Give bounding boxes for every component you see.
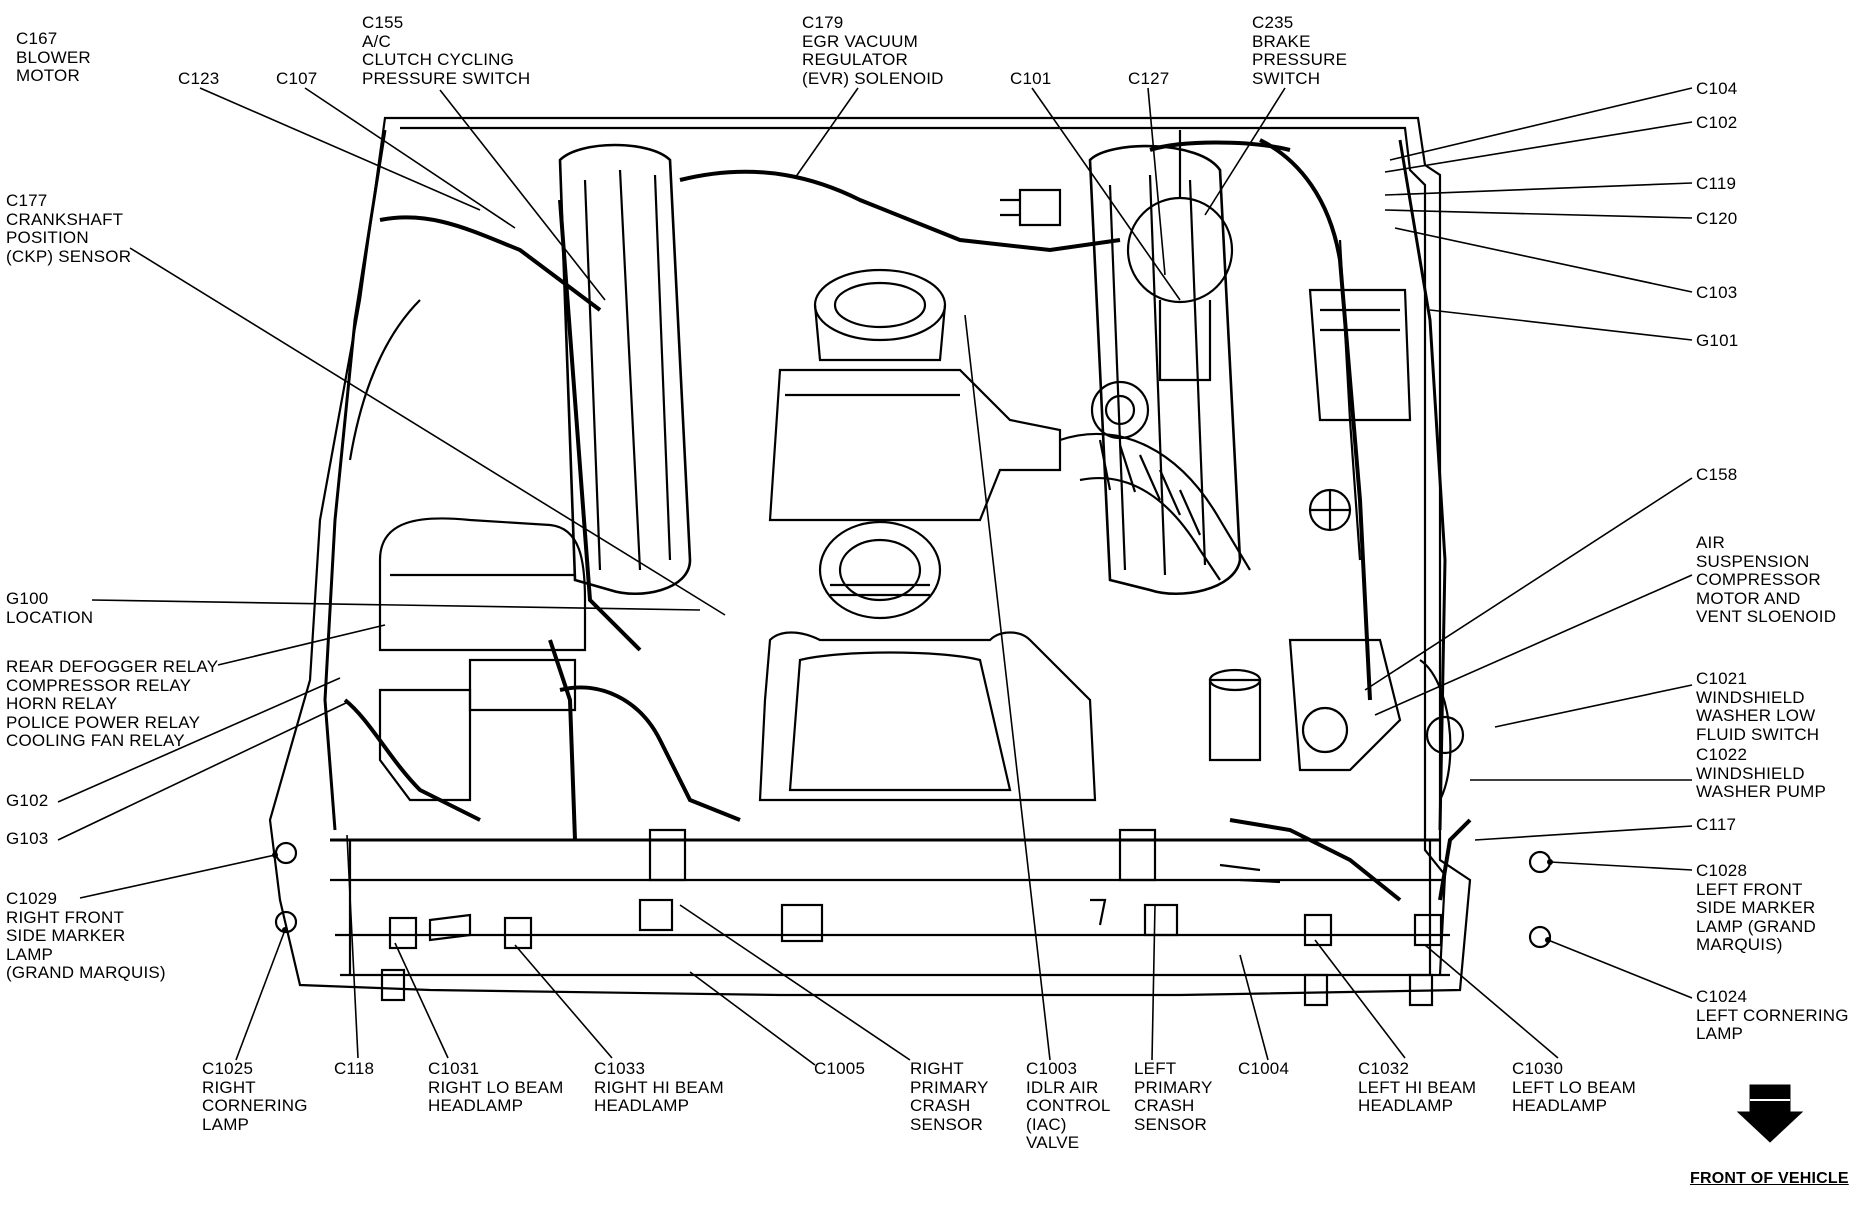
leader-c1024	[1547, 939, 1693, 999]
leader-c127	[1147, 87, 1166, 276]
leader-c177	[129, 247, 726, 616]
leader-c1028	[1549, 861, 1693, 871]
leader-c1003	[964, 314, 1051, 1061]
label-c104: C104	[1696, 79, 1738, 98]
label-air-suspension: AIR SUSPENSION COMPRESSOR MOTOR AND VENT…	[1696, 533, 1837, 626]
leader-c155	[439, 89, 606, 301]
label-right-crash-sensor: RIGHT PRIMARY CRASH SENSOR	[910, 1059, 989, 1134]
leader-c1030	[1424, 944, 1559, 1059]
leader-c119	[1384, 182, 1693, 196]
label-c1022: C1022 WINDSHIELD WASHER PUMP	[1696, 745, 1827, 801]
label-c155: C155 A/C CLUTCH CYCLING PRESSURE SWITCH	[362, 13, 531, 88]
leader-c1025	[235, 929, 286, 1061]
label-c1029: C1029 RIGHT FRONT SIDE MARKER LAMP (GRAN…	[6, 889, 166, 982]
label-c1031: C1031 RIGHT LO BEAM HEADLAMP	[428, 1059, 564, 1115]
label-relays: REAR DEFOGGER RELAY COMPRESSOR RELAY HOR…	[6, 657, 219, 750]
label-c118: C118	[334, 1059, 375, 1078]
engine-artwork	[268, 116, 1552, 1007]
label-left-crash-sensor: LEFT PRIMARY CRASH SENSOR	[1134, 1059, 1213, 1134]
front-of-vehicle-label: FRONT OF VEHICLE	[1690, 1170, 1849, 1187]
leader-c1033	[514, 944, 613, 1059]
leader-c1005	[689, 971, 816, 1066]
label-c103: C103	[1696, 283, 1738, 302]
front-arrow-icon	[1736, 1084, 1804, 1143]
leader-air-suspension	[1374, 574, 1693, 716]
label-c1030: C1030 LEFT LO BEAM HEADLAMP	[1512, 1059, 1636, 1115]
label-c127: C127	[1128, 69, 1170, 88]
leader-c120	[1384, 209, 1693, 219]
leader-relays	[217, 624, 386, 666]
leader-lines	[57, 87, 1693, 1066]
label-c117: C117	[1696, 815, 1737, 834]
leader-g101	[1429, 309, 1693, 341]
leader-g103	[57, 701, 349, 841]
leader-c118	[346, 834, 359, 1059]
leader-c107	[304, 87, 516, 229]
leader-c1032	[1314, 939, 1406, 1059]
leader-g102	[57, 677, 341, 803]
label-c101: C101	[1010, 69, 1052, 88]
label-g100: G100 LOCATION	[6, 589, 94, 627]
label-c119: C119	[1696, 174, 1737, 193]
leader-g100	[91, 599, 701, 611]
label-c167: C167 BLOWER MOTOR	[16, 29, 91, 85]
label-c1005: C1005	[814, 1059, 866, 1078]
label-c102: C102	[1696, 113, 1738, 132]
label-c235: C235 BRAKE PRESSURE SWITCH	[1252, 13, 1348, 88]
leader-c103	[1394, 227, 1693, 293]
leader-c235	[1204, 87, 1286, 216]
leader-right-crash	[679, 904, 911, 1061]
leader-c117	[1474, 825, 1693, 841]
label-g102: G102	[6, 791, 49, 810]
leader-c179	[794, 87, 859, 179]
label-c107: C107	[276, 69, 318, 88]
leader-c1031	[394, 942, 449, 1059]
leader-c102	[1384, 121, 1693, 173]
leader-c1021	[1494, 684, 1693, 728]
label-c1021: C1021 WINDSHIELD WASHER LOW FLUID SWITCH	[1696, 669, 1820, 744]
leader-c104	[1389, 87, 1693, 161]
label-c1003: C1003 IDLR AIR CONTROL (IAC) VALVE	[1026, 1059, 1111, 1152]
leader-c1029	[79, 854, 276, 899]
label-c1028: C1028 LEFT FRONT SIDE MARKER LAMP (GRAND…	[1696, 861, 1816, 954]
label-c179: C179 EGR VACUUM REGULATOR (EVR) SOLENOID	[802, 13, 944, 88]
label-g101: G101	[1696, 331, 1739, 350]
label-c1032: C1032 LEFT HI BEAM HEADLAMP	[1358, 1059, 1477, 1115]
label-c1024: C1024 LEFT CORNERING LAMP	[1696, 987, 1849, 1043]
label-c120: C120	[1696, 209, 1738, 228]
leader-c101	[1031, 87, 1181, 301]
label-c1033: C1033 RIGHT HI BEAM HEADLAMP	[594, 1059, 724, 1115]
leader-c158	[1364, 477, 1693, 691]
leader-c1004	[1239, 954, 1269, 1061]
label-c177: C177 CRANKSHAFT POSITION (CKP) SENSOR	[6, 191, 132, 266]
leader-arrowheads	[272, 852, 1553, 943]
label-c158: C158	[1696, 465, 1738, 484]
leader-c123	[199, 87, 481, 211]
label-c123: C123	[178, 69, 220, 88]
label-c1004: C1004	[1238, 1059, 1290, 1078]
label-c1025: C1025 RIGHT CORNERING LAMP	[202, 1059, 308, 1134]
label-g103: G103	[6, 829, 49, 848]
leader-left-crash	[1151, 904, 1156, 1061]
